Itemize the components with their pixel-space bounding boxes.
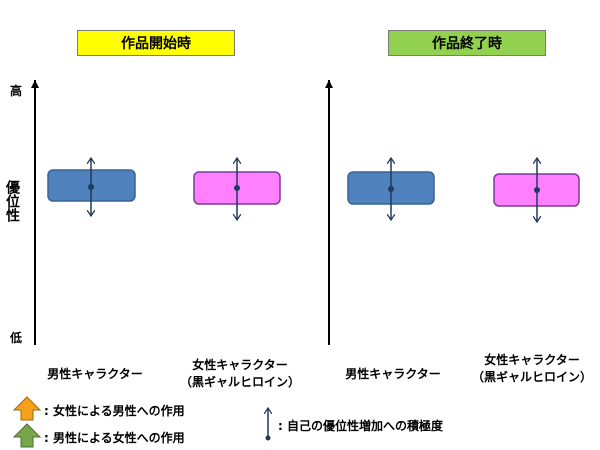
left-female-dot	[234, 185, 240, 191]
up-arrow-icon	[12, 396, 42, 421]
left-female-label-line1: 女性キャラクター	[192, 358, 288, 372]
right-female-label-line1: 女性キャラクター	[484, 353, 580, 367]
axis-label: 優位性	[4, 180, 20, 222]
right-male-dot	[388, 186, 394, 192]
legend-orange-text: : 女性による男性への作用	[44, 404, 185, 418]
axis-high-label: 高	[10, 84, 23, 98]
title-start: 作品開始時	[77, 30, 235, 56]
left-female-label-line2: （黒ギャルヒロイン）	[179, 375, 300, 389]
right-male-label: 男性キャラクター	[345, 367, 441, 381]
left-male-label: 男性キャラクター	[47, 367, 143, 381]
left-male-dot	[88, 184, 94, 190]
title-end: 作品終了時	[388, 30, 546, 56]
up-arrow-icon	[12, 423, 42, 448]
double-headed-arrow-dot-icon	[265, 435, 271, 441]
right-female-label-line2: （黒ギャルヒロイン）	[471, 370, 592, 384]
axis-low-label: 低	[10, 331, 23, 345]
legend-green-text: : 男性による女性への作用	[44, 431, 185, 445]
legend-double-arrow-text: : 自己の優位性増加への積極度	[278, 419, 443, 433]
right-female-dot	[534, 187, 540, 193]
